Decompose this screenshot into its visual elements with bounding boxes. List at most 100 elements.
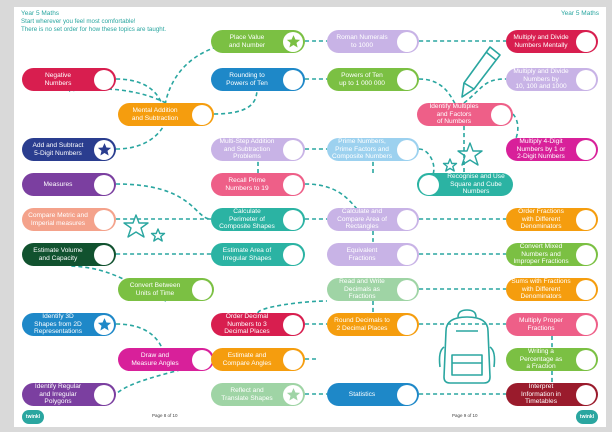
topic-angles: Draw and Measure Angles [118,348,214,371]
topic-prime-numbers: Prime Numbers, Prime Factors and Composi… [327,138,419,161]
circle-marker-icon [283,174,303,195]
topic-label: Round Decimals to 2 Decimal Places [334,316,390,332]
topic-label: Convert Mixed Numbers and Improper Fract… [513,243,569,266]
topic-add-subtract-5digit: Add and Subtract 5-Digit Numbers [22,138,116,161]
topic-label: Identify Multiples and Factors of Number… [429,103,479,126]
topic-perimeter: Calculate Perimeter of Composite Shapes [211,208,305,231]
topic-irregular-area: Estimate Area of Irregular Shapes [211,243,305,266]
topic-multiply-divide-10: Multiply and Divide Numbers by 10, 100 a… [506,68,598,91]
circle-marker-icon [192,279,212,300]
topic-label: Recall Prime Numbers to 19 [225,176,269,192]
topic-label: Estimate and Compare Angles [222,351,272,367]
topic-label: Estimate Volume and Capacity [33,246,83,262]
topic-label: Order Decimal Numbers to 3 Decimal Place… [224,313,270,336]
topic-label: Rounding to Powers of Ten [226,71,268,87]
topic-label: Draw and Measure Angles [131,351,179,367]
circle-marker-icon [397,209,417,230]
topic-label: Equivalent Fractions [346,246,378,262]
path-segment [257,300,328,314]
topic-read-decimals: Read and Write Decimals as Fractions [327,278,419,301]
corner-label-left: Year 5 Maths [21,10,60,17]
circle-marker-icon [397,69,417,90]
topic-label: Multi-Step Addition and Subtraction Prob… [219,138,275,161]
topic-label: Measures [43,180,73,188]
topic-identify-multiples: Identify Multiples and Factors of Number… [417,103,513,126]
circle-marker-icon [94,69,114,90]
circle-marker-icon [576,314,596,335]
topic-label: Estimate Area of Irregular Shapes [222,246,272,262]
circle-marker-icon [94,384,114,405]
topic-label: Mental Addition and Subtraction [131,106,179,122]
topic-square-cube: Recognise and Use Square and Cube Number… [417,173,513,196]
topic-multiply-divide-mentally: Multiply and Divide Numbers Mentally [506,30,598,53]
topic-label: Negative Numbers [44,71,72,87]
circle-marker-icon [94,209,114,230]
intro-line: Start wherever you feel most comfortable… [21,18,136,25]
path-segment [115,124,165,150]
topic-units-of-time: Convert Between Units of Time [118,278,214,301]
circle-marker-icon [576,384,596,405]
topic-mixed-numbers: Convert Mixed Numbers and Improper Fract… [506,243,598,266]
topic-order-decimals: Order Decimal Numbers to 3 Decimal Place… [211,313,305,336]
topic-statistics: Statistics [327,383,419,406]
topic-multiply-4digit: Multiply 4-Digit Numbers by 1 or 2-Digit… [506,138,598,161]
circle-marker-icon [94,174,114,195]
intro-text: Start wherever you feel most comfortable… [21,18,261,34]
topic-3d-shapes: Identify 3D Shapes from 2D Representatio… [22,313,116,336]
circle-marker-icon [576,31,596,52]
circle-marker-icon [397,31,417,52]
topic-label: Powers of Ten up to 1 000 000 [339,71,385,87]
circle-marker-icon [192,104,212,125]
topic-label: Add and Subtract 5-Digit Numbers [32,141,84,157]
topic-place-value: Place Value and Number [211,30,305,53]
circle-marker-icon [283,314,303,335]
circle-marker-icon [576,349,596,370]
topic-label: Multiply 4-Digit Numbers by 1 or 2-Digit… [516,138,566,161]
topic-label: Writing a Percentage as a Fraction [519,348,563,371]
brand-logo: twinkl [576,410,598,424]
circle-marker-icon [419,174,439,195]
topic-label: Identify 3D Shapes from 2D Representatio… [33,313,83,336]
topic-round-decimals: Round Decimals to 2 Decimal Places [327,313,419,336]
topic-mental-addition: Mental Addition and Subtraction [118,103,214,126]
topic-label: Roman Numerals to 1000 [336,33,388,49]
topic-label: Calculate and Compare Area of Rectangles [337,208,387,231]
topic-label: Order Fractions with Different Denominat… [518,208,564,231]
topic-measures: Measures [22,173,116,196]
circle-marker-icon [283,349,303,370]
topic-powers-of-ten: Powers of Ten up to 1 000 000 [327,68,419,91]
circle-marker-icon [397,139,417,160]
path-segment [213,90,259,115]
topic-label: Calculate Perimeter of Composite Shapes [219,208,275,231]
topic-label: Convert Between Units of Time [129,281,181,297]
topic-polygons: Identify Regular and Irregular Polygons [22,383,116,406]
topic-compare-metric: Compare Metric and Imperial measures [22,208,116,231]
worksheet-page: Year 5 Maths Year 5 Maths Start wherever… [14,7,606,427]
topic-label: Recognise and Use Square and Cube Number… [447,173,505,196]
stars-decoration-icon [442,142,483,172]
topic-roman-numerals: Roman Numerals to 1000 [327,30,419,53]
corner-label-right: Year 5 Maths [560,10,599,17]
topic-percentage: Writing a Percentage as a Fraction [506,348,598,371]
topic-order-fractions: Order Fractions with Different Denominat… [506,208,598,231]
topic-sums-fractions: Sums with Fractions with Different Denom… [506,278,598,301]
circle-marker-icon [283,139,303,160]
topic-label: Read and Write Decimals as Fractions [339,278,385,301]
circle-marker-icon [576,279,596,300]
topic-timetables: Interpret Information in Timetables [506,383,598,406]
topic-label: Multiply Proper Fractions [519,316,563,332]
topic-label: Statistics [348,390,376,398]
circle-marker-icon [576,69,596,90]
star-icon [94,139,114,160]
topic-label: Prime Numbers, Prime Factors and Composi… [331,138,393,161]
circle-marker-icon [576,209,596,230]
topic-label: Identify Regular and Irregular Polygons [34,383,82,406]
topic-label: Multiply and Divide Numbers by 10, 100 a… [513,68,569,91]
topic-rounding-powers: Rounding to Powers of Ten [211,68,305,91]
topic-label: Reflect and Translate Shapes [221,386,273,402]
star-icon [283,384,303,405]
brand-logo: twinkl [22,410,44,424]
circle-marker-icon [94,244,114,265]
topic-label: Place Value and Number [228,33,266,49]
page-number-left: Page 8 of 10 [152,413,178,418]
